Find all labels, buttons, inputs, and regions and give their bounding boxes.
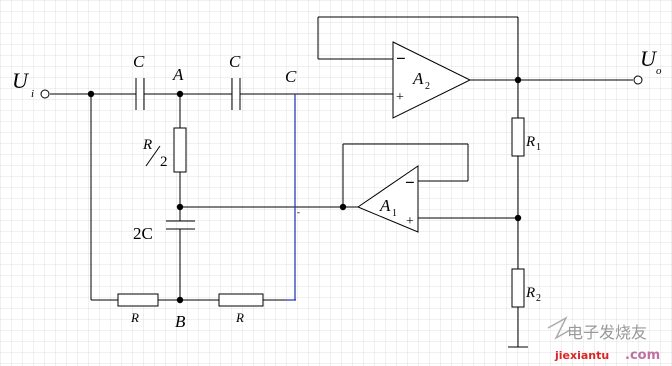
- cap1-label: C: [133, 52, 145, 71]
- r-half-numerator: R: [142, 137, 152, 153]
- node-b-label: B: [175, 312, 186, 331]
- output-label: U: [640, 46, 658, 71]
- r-half-slash: [145, 145, 161, 167]
- watermark-cn-text: 电子发烧友: [567, 323, 647, 342]
- r2-label: R: [525, 285, 535, 301]
- op-amp-a2: [392, 41, 472, 119]
- resistor-r-bottom-right: [218, 293, 264, 307]
- amp2-plus: +: [396, 90, 404, 105]
- amp2-minus: −: [396, 49, 406, 68]
- input-label-sub: i: [31, 88, 34, 100]
- r1-label: R: [525, 134, 535, 150]
- r1-sub: 1: [536, 142, 541, 153]
- amp2-sub: 2: [425, 81, 430, 92]
- amp1-minus: −: [405, 173, 415, 192]
- resistor-r-half: [173, 127, 187, 173]
- capacitor-c2: [228, 78, 244, 110]
- cap-2c-label: 2C: [133, 224, 153, 243]
- capacitor-2c: [166, 218, 195, 232]
- stray-mark: -: [297, 207, 300, 217]
- output-label-sub: o: [656, 65, 662, 77]
- watermark-url-suffix: .com: [625, 348, 660, 363]
- op-amp-a1: [356, 165, 419, 233]
- node-c-label: C: [285, 67, 297, 86]
- output-terminal: [633, 75, 643, 85]
- watermark: 电子发烧友 jiexiantu .com: [547, 316, 660, 363]
- r2-sub: 2: [536, 293, 541, 304]
- resistor-r2: [511, 268, 525, 308]
- highlighted-wire: [285, 94, 296, 301]
- watermark-url-prefix: jiexiantu: [554, 349, 609, 362]
- watermark-bolt-icon: [547, 316, 571, 340]
- resistor-r-bottom-left: [117, 293, 159, 307]
- junction-dots: [87, 76, 522, 304]
- wires: [50, 16, 633, 348]
- capacitor-c1: [132, 78, 148, 110]
- r-half-denominator: 2: [160, 154, 168, 170]
- amp1-label: A: [379, 196, 391, 215]
- input-terminal: [40, 89, 50, 99]
- cap2-label: C: [229, 52, 241, 71]
- amp1-sub: 1: [392, 208, 397, 219]
- amp1-plus: +: [406, 214, 414, 229]
- r-bottom-left-label: R: [130, 310, 139, 325]
- r-bottom-right-label: R: [235, 310, 244, 325]
- input-label: U: [12, 68, 30, 93]
- resistor-r1: [511, 117, 525, 157]
- node-a-label: A: [172, 65, 184, 84]
- amp2-label: A: [412, 69, 424, 88]
